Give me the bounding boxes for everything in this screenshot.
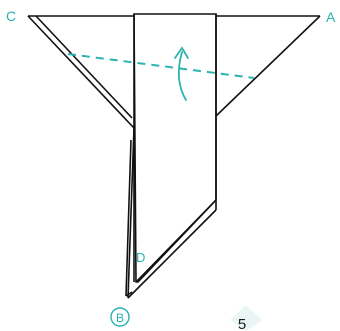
step-number: 5	[238, 316, 246, 331]
back-layer-left-1	[127, 127, 135, 299]
point-label-b: B	[110, 307, 130, 327]
point-label-d: D	[136, 250, 145, 265]
paper-outline	[27, 13, 321, 299]
step-badge: 5	[230, 305, 262, 331]
corner-label-c: C	[6, 8, 16, 24]
corner-label-a: A	[326, 9, 336, 25]
left-diagonal-inner	[35, 15, 133, 119]
fold-arrow-icon	[174, 46, 189, 101]
fold-line	[67, 53, 255, 79]
back-layer-bottom-3	[125, 291, 133, 297]
back-layer-bottom-1	[127, 209, 217, 299]
svg-text:B: B	[116, 311, 124, 325]
right-diagonal	[215, 15, 321, 117]
strip-bottom-diagonal	[135, 199, 217, 283]
back-layer-left-2	[125, 139, 132, 297]
left-diagonal	[27, 15, 135, 129]
